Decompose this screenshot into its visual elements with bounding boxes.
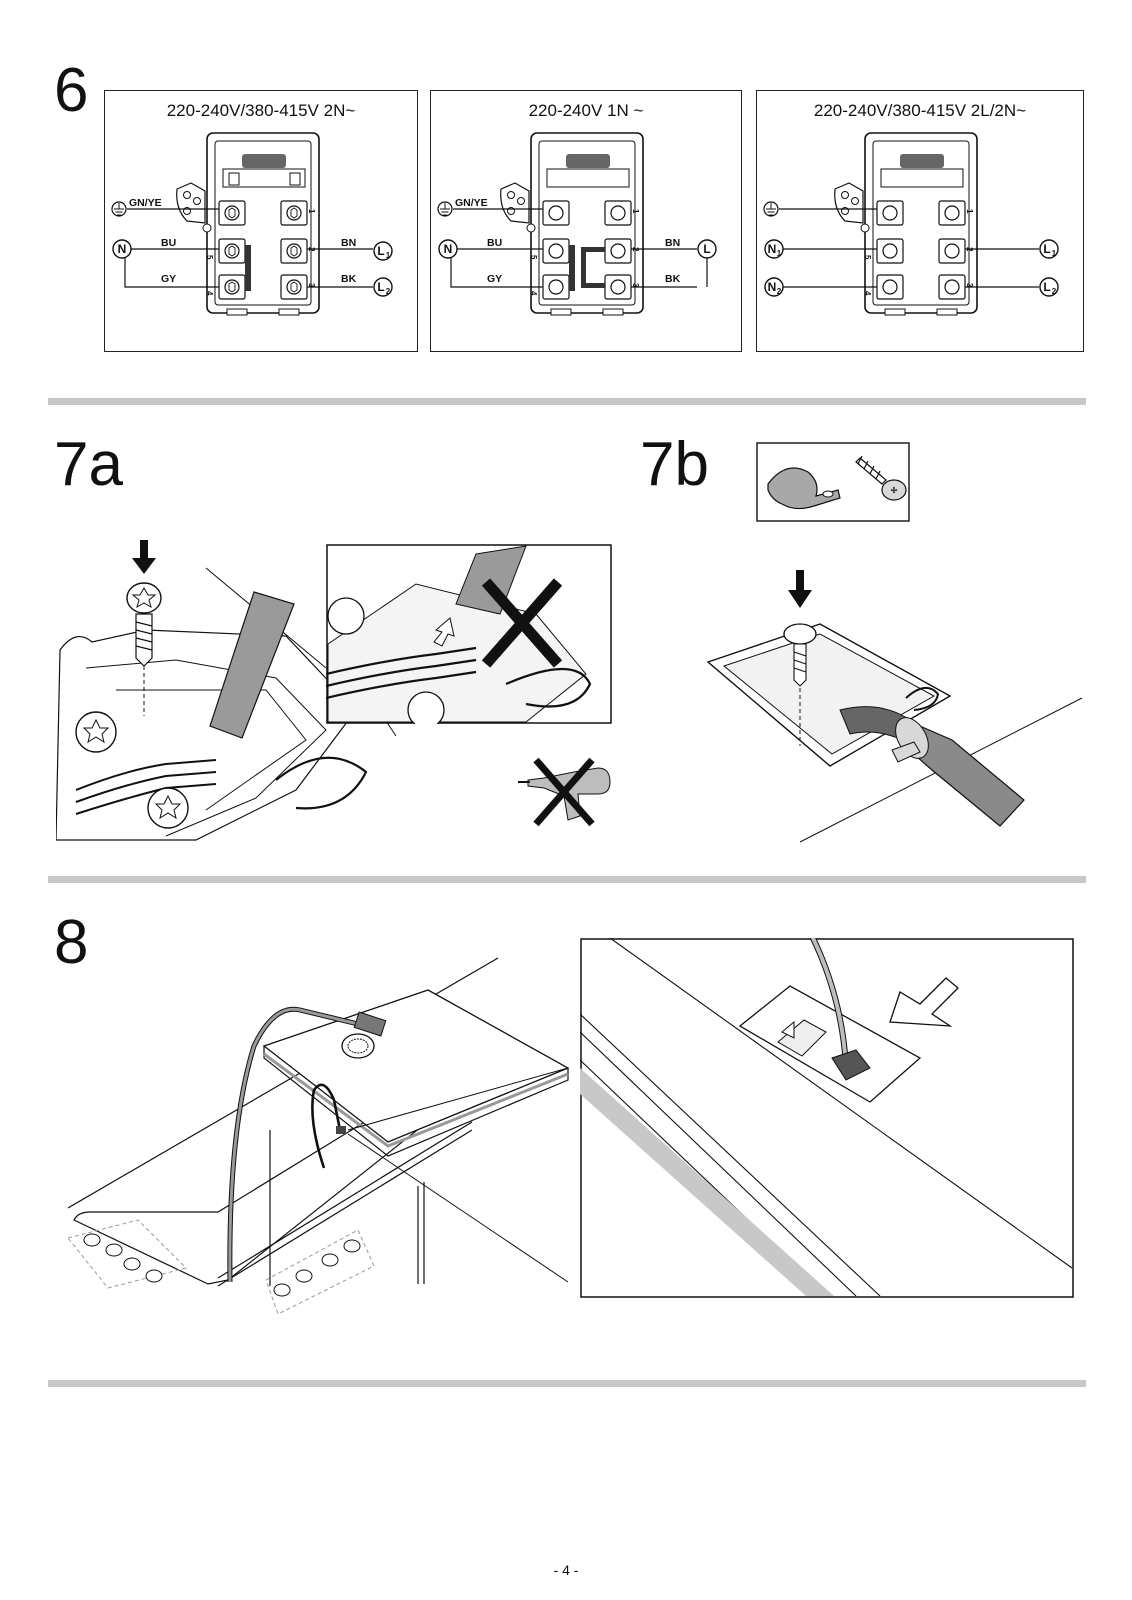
wiring-title: 220-240V/380-415V 2N~ [166, 101, 356, 120]
label-bu: BU [487, 237, 502, 249]
step-number-6: 6 [54, 56, 89, 125]
wiring-diagram-2l2n: 220-240V/380-415V 2L/2N~ 1 2 3 4 5 [756, 90, 1084, 352]
svg-text:3: 3 [307, 283, 316, 288]
symbol-l2: L [377, 280, 384, 294]
svg-text:1: 1 [1052, 249, 1057, 258]
step-number-7b: 7b [640, 430, 709, 499]
terminal-block-diagram: 1 2 3 4 5 N L GN/YE BU GY BN BK [437, 132, 717, 316]
page-number: - 4 - [553, 1562, 579, 1578]
step-7b-illustration [706, 570, 1083, 843]
svg-text:1: 1 [631, 209, 640, 214]
incorrect-routing-inset [326, 544, 612, 724]
symbol-l1: L [377, 244, 384, 258]
symbol-l2: L [1043, 280, 1050, 294]
label-bn: BN [665, 237, 680, 249]
wiring-diagram-1n: 220-240V 1N ~ 1 2 3 4 5 [430, 90, 742, 352]
terminal-block-diagram: 1 2 3 4 5 N 1 N 2 L 1 L 2 [763, 132, 1059, 316]
label-gnye: GN/YE [455, 197, 488, 209]
wiring-title: 220-240V 1N ~ [528, 101, 644, 120]
terminal-block-diagram: 1 2 3 4 5 N L 1 L 2 GN/YE BU GY B [111, 132, 393, 316]
label-bk: BK [665, 273, 681, 285]
svg-text:1: 1 [307, 209, 316, 214]
connector-detail-inset [580, 938, 1074, 1298]
svg-text:4: 4 [863, 291, 872, 296]
symbol-n1: N [768, 242, 777, 256]
svg-text:2: 2 [777, 287, 782, 296]
svg-text:5: 5 [205, 255, 214, 260]
svg-text:1: 1 [965, 209, 974, 214]
svg-text:1: 1 [777, 249, 782, 258]
svg-text:2: 2 [1052, 287, 1057, 296]
svg-text:3: 3 [631, 283, 640, 288]
label-gnye: GN/YE [129, 197, 162, 209]
symbol-n: N [118, 242, 127, 256]
wiring-title: 220-240V/380-415V 2L/2N~ [813, 101, 1027, 120]
label-gy: GY [487, 273, 502, 285]
label-bu: BU [161, 237, 176, 249]
wiring-diagram-2n: 220-240V/380-415V 2N~ [104, 90, 418, 352]
svg-text:✢: ✢ [891, 486, 898, 495]
svg-text:5: 5 [863, 255, 872, 260]
label-bn: BN [341, 237, 356, 249]
svg-text:2: 2 [386, 287, 391, 296]
no-power-drill-icon [518, 757, 611, 827]
step-number-8: 8 [54, 908, 89, 977]
symbol-l1: L [1043, 242, 1050, 256]
label-gy: GY [161, 273, 176, 285]
svg-text:4: 4 [205, 291, 214, 296]
step-7a-illustration [56, 540, 397, 841]
symbol-l: L [703, 242, 710, 256]
svg-text:4: 4 [529, 291, 538, 296]
step-8-illustration [68, 957, 570, 1315]
step-number-7a: 7a [54, 430, 123, 499]
section-divider [48, 876, 1086, 883]
symbol-n: N [444, 242, 453, 256]
section-divider [48, 1380, 1086, 1387]
svg-text:1: 1 [386, 251, 391, 260]
clamp-and-screw-parts: ✢ [756, 442, 910, 522]
section-divider [48, 398, 1086, 405]
label-bk: BK [341, 273, 357, 285]
svg-text:3: 3 [965, 283, 974, 288]
svg-text:5: 5 [529, 255, 538, 260]
symbol-n2: N [768, 280, 777, 294]
